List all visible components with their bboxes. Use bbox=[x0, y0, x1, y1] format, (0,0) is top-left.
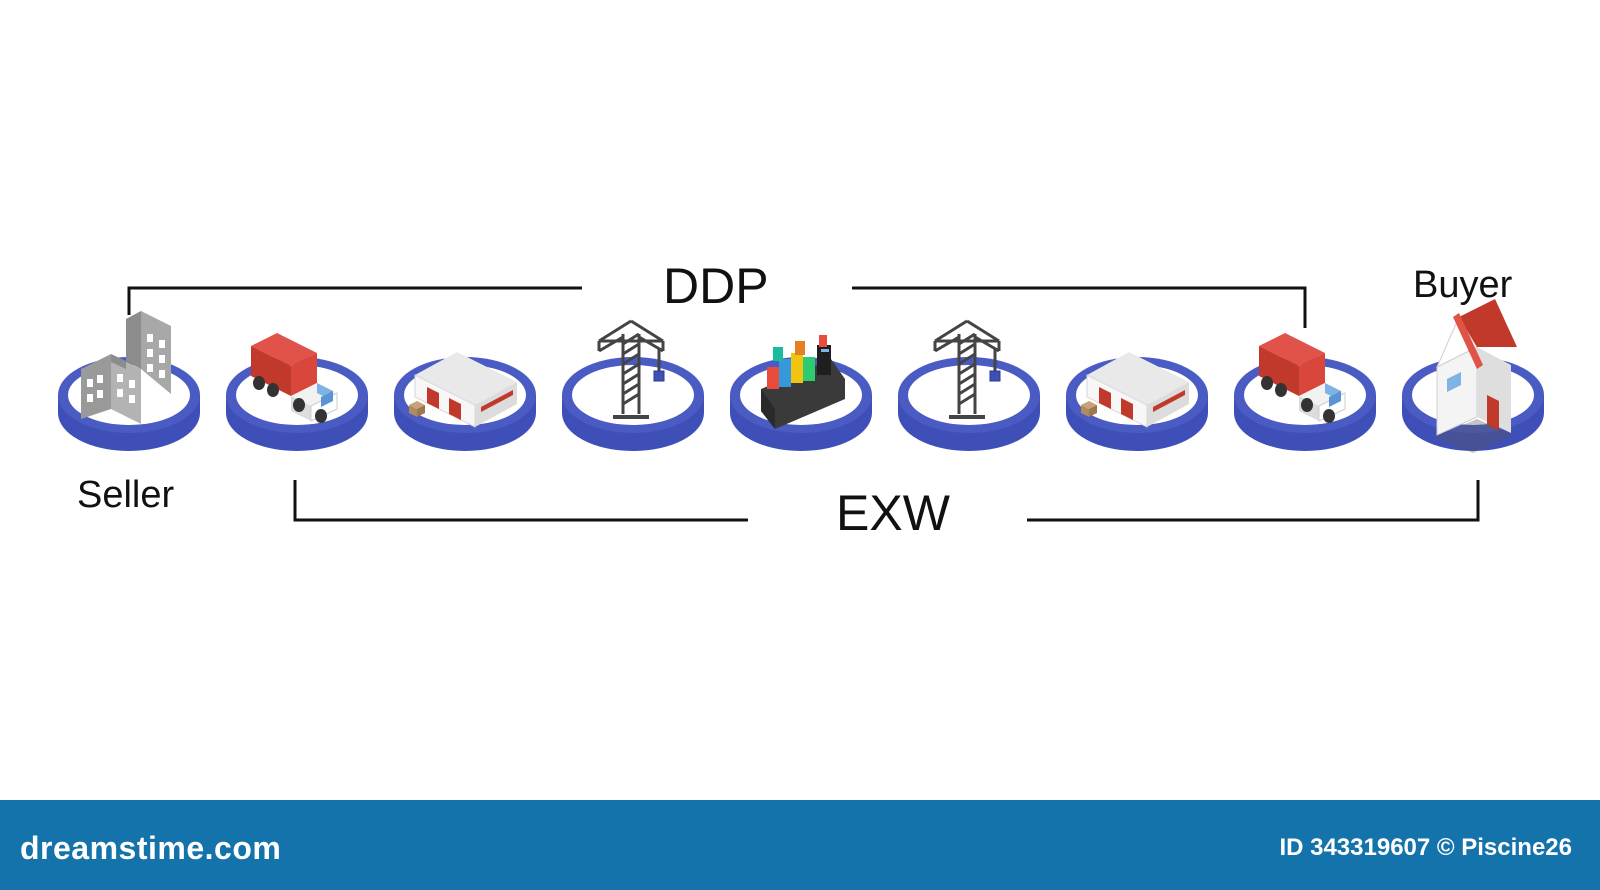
incoterms-diagram bbox=[58, 286, 1544, 522]
stage-warehouse-origin bbox=[394, 351, 536, 451]
stage-warehouse-destination bbox=[1066, 351, 1208, 451]
ddp-bracket-left bbox=[127, 286, 582, 315]
exw-bracket-left bbox=[293, 480, 748, 522]
stage-crane-destination bbox=[898, 319, 1040, 451]
exw-label: EXW bbox=[836, 485, 950, 541]
footer-bar: dreamstime.com ID 343319607 © Piscine26 bbox=[0, 800, 1600, 890]
footer-credit: ID 343319607 © Piscine26 bbox=[1279, 834, 1572, 861]
exw-bracket-right bbox=[1027, 480, 1480, 522]
stage-truck-destination bbox=[1234, 332, 1376, 451]
stage-crane-origin bbox=[562, 319, 704, 451]
stage-buyer-house bbox=[1402, 298, 1544, 454]
stage-truck-origin bbox=[226, 332, 368, 451]
footer-brand[interactable]: dreamstime.com bbox=[20, 830, 282, 866]
house-icon bbox=[1434, 298, 1518, 454]
stage-seller-factory bbox=[58, 311, 200, 451]
stage-cargo-ship bbox=[730, 335, 872, 451]
seller-label: Seller bbox=[77, 474, 175, 516]
ddp-label: DDP bbox=[663, 258, 769, 314]
buyer-label: Buyer bbox=[1413, 264, 1513, 306]
ddp-bracket-right bbox=[852, 286, 1307, 328]
